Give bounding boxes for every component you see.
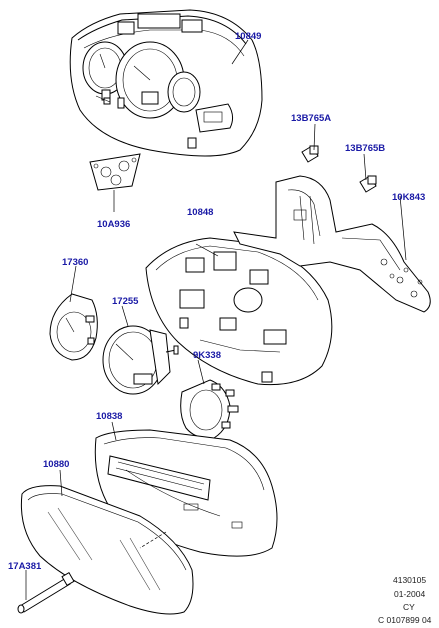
part-label-10a936: 10A936 bbox=[97, 219, 130, 230]
gauge-17360 bbox=[49, 293, 98, 361]
reference-code: CY bbox=[403, 602, 415, 612]
part-label-13b765b: 13B765B bbox=[345, 143, 385, 154]
part-label-10849: 10849 bbox=[235, 31, 261, 42]
bulb-13b765b bbox=[359, 175, 377, 193]
lens-10880 bbox=[20, 485, 194, 615]
reset-knob-17a381 bbox=[17, 571, 75, 614]
reference-catalog: C 0107899 04 bbox=[378, 615, 432, 625]
speedometer-17255 bbox=[102, 325, 179, 395]
part-label-9k338: 9K338 bbox=[193, 350, 221, 361]
part-label-17a381: 17A381 bbox=[8, 561, 42, 572]
leader-lines bbox=[25, 39, 407, 600]
gauge-9k338 bbox=[180, 379, 239, 439]
part-label-17255: 17255 bbox=[112, 296, 139, 307]
flex-circuit-10k843 bbox=[233, 175, 431, 313]
part-label-10880: 10880 bbox=[43, 459, 69, 470]
reference-date: 01-2004 bbox=[394, 589, 425, 599]
reference-number: 4130105 bbox=[393, 575, 426, 585]
rear-housing-10848 bbox=[145, 237, 333, 386]
part-label-17360: 17360 bbox=[62, 257, 88, 268]
bulb-13b765a bbox=[301, 145, 319, 163]
part-label-10848: 10848 bbox=[187, 207, 213, 218]
gauge-face-10a936 bbox=[89, 153, 141, 191]
part-label-10k843: 10K843 bbox=[392, 192, 425, 203]
instrument-cluster-assembly bbox=[69, 9, 263, 157]
part-label-13b765a: 13B765A bbox=[291, 113, 331, 124]
part-label-10838: 10838 bbox=[96, 411, 122, 422]
